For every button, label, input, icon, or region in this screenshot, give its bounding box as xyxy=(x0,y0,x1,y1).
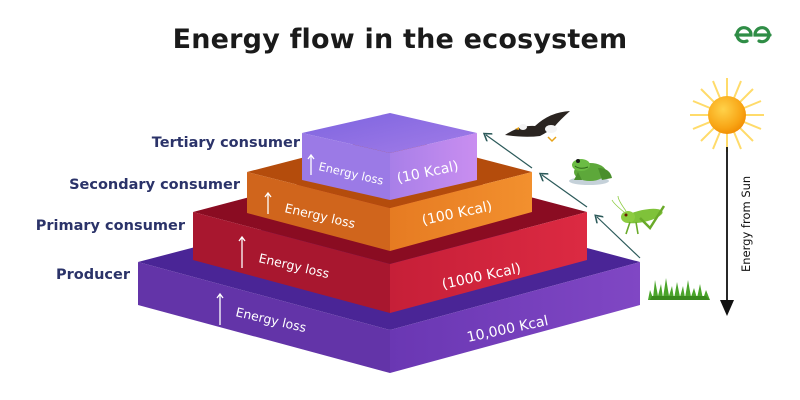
primary-right-face xyxy=(390,212,587,313)
energy-from-sun-arrow xyxy=(720,147,734,316)
secondary-right-face xyxy=(390,172,532,251)
tertiary-left-face xyxy=(302,133,390,200)
eagle-icon xyxy=(505,111,570,143)
level-label-secondary: Secondary consumer xyxy=(69,177,240,193)
gfg-logo-icon xyxy=(734,26,772,44)
secondary-left-face xyxy=(247,172,390,251)
level-label-tertiary: Tertiary consumer xyxy=(151,135,300,151)
arrow-producer-to-primary xyxy=(597,217,641,259)
energy-from-sun-label: Energy from Sun xyxy=(739,176,753,272)
tertiary-top-face xyxy=(302,113,477,153)
level-label-primary: Primary consumer xyxy=(35,218,185,234)
frog-icon xyxy=(569,159,612,185)
producer-left-face xyxy=(138,262,390,373)
pyramid-level-tertiary xyxy=(302,113,477,200)
sun-icon xyxy=(690,78,764,152)
arrow-secondary-to-tertiary xyxy=(486,135,533,169)
grass-icon xyxy=(648,278,710,300)
producer-right-face xyxy=(390,262,640,373)
page-title: Energy flow in the ecosystem xyxy=(172,24,628,55)
grasshopper-icon xyxy=(611,195,666,235)
arrow-primary-to-secondary xyxy=(542,175,588,208)
tertiary-right-face xyxy=(390,133,477,200)
level-label-producer: Producer xyxy=(55,267,130,283)
transfer-arrows xyxy=(486,135,641,259)
